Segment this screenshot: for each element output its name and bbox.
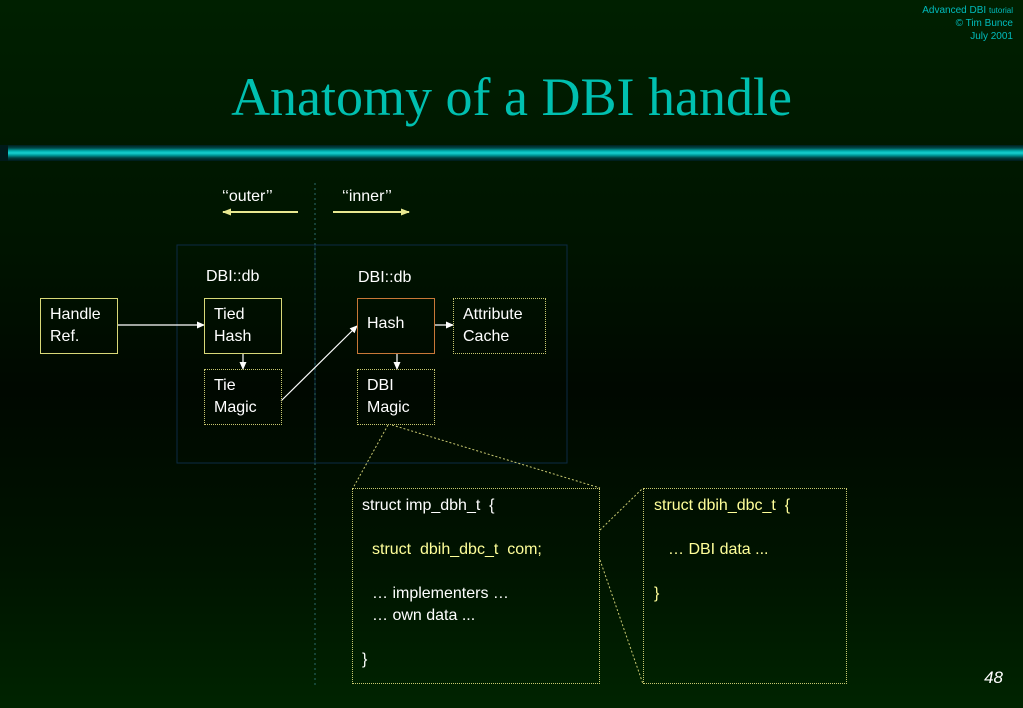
imp-struct-com-member: struct dbih_dbc_t com; <box>372 541 542 558</box>
attribute-cache-box: Attribute Cache <box>453 298 546 354</box>
handle-ref-line-1: Handle <box>50 306 101 323</box>
tied-hash-line-1: Tied <box>214 306 245 323</box>
credits-date: July 2001 <box>970 31 1013 42</box>
handle-ref-line-2: Ref. <box>50 328 80 345</box>
outer-class-label: DBI::db <box>206 268 260 285</box>
credits: Advanced DBI tutorial © Tim Bunce July 2… <box>922 4 1013 43</box>
tied-hash-line-2: Hash <box>214 328 252 345</box>
dbc-struct-header: struct dbih_dbc_t { <box>654 497 791 514</box>
inner-region-frame <box>314 244 568 464</box>
callout-imp-left <box>352 424 389 489</box>
dbc-struct-dbi-data: … DBI data ... <box>668 541 769 558</box>
dbi-magic-line-1: DBI <box>367 377 394 394</box>
slide-title: Anatomy of a DBI handle <box>231 67 792 127</box>
imp-dbh-struct-box: struct imp_dbh_t { struct dbih_dbc_t com… <box>352 488 600 684</box>
arrow-tiemagic-to-hash <box>280 325 358 402</box>
credits-tutorial-word: tutorial <box>988 6 1013 15</box>
dbih-dbc-struct-box: struct dbih_dbc_t { … DBI data ... } <box>643 488 847 684</box>
credits-line-1: Advanced DBI tutorial <box>922 4 1013 17</box>
outer-label: ‘‘outer’’ <box>222 188 273 205</box>
tie-magic-line-1: Tie <box>214 377 236 394</box>
title-divider <box>0 145 1023 161</box>
attribute-cache-line-2: Cache <box>463 328 510 345</box>
imp-struct-header: struct imp_dbh_t { <box>362 497 495 514</box>
inner-class-label: DBI::db <box>358 269 412 286</box>
callout-dbc-top <box>599 487 644 531</box>
callout-dbc-bottom <box>599 559 644 685</box>
imp-struct-implementers: … implementers … <box>372 585 509 602</box>
callout-imp-right <box>391 424 601 489</box>
tied-hash-box: Tied Hash <box>204 298 282 354</box>
dbc-struct-close: } <box>654 585 660 602</box>
imp-struct-own-data: … own data ... <box>372 607 476 624</box>
title-divider-cap <box>0 145 8 161</box>
attribute-cache-line-1: Attribute <box>463 306 523 323</box>
inner-label: ‘‘inner’’ <box>342 188 392 205</box>
dbi-magic-line-2: Magic <box>367 399 410 416</box>
imp-struct-close: } <box>362 651 368 668</box>
credits-tutorial-name: Advanced DBI <box>922 5 987 16</box>
dbi-magic-box: DBI Magic <box>357 369 435 425</box>
hash-box: Hash <box>357 298 435 354</box>
tie-magic-box: Tie Magic <box>204 369 282 425</box>
credits-author: © Tim Bunce <box>955 18 1013 29</box>
page-number: 48 <box>984 668 1003 687</box>
hash-line-1: Hash <box>367 315 405 332</box>
handle-ref-box: Handle Ref. <box>40 298 118 354</box>
tie-magic-line-2: Magic <box>214 399 257 416</box>
